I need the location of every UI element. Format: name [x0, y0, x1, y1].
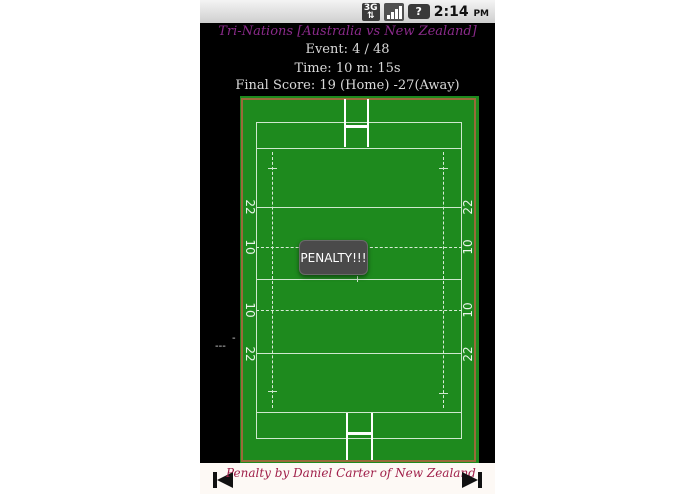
5m-tick-top-right [439, 168, 448, 169]
field-border [241, 98, 476, 462]
22m-line-top [256, 207, 462, 208]
side-marker-bottom: --- [215, 341, 226, 352]
dead-ball-line-bottom [256, 438, 462, 439]
label-22-bottom-right: 22 [461, 346, 475, 362]
match-title: Tri-Nations [Australia vs New Zealand] [218, 24, 477, 39]
rugby-field[interactable]: 22 22 10 10 10 10 22 22 [240, 96, 479, 463]
goal-post-bottom-right [371, 413, 373, 460]
phone-screen: 3G⇅ ? 2:14 PM Tri-Nations [Australia vs … [200, 0, 495, 494]
skip-next-icon[interactable] [462, 472, 482, 488]
crossbar-top [344, 125, 369, 128]
skip-previous-icon[interactable] [213, 472, 233, 488]
clock-time: 2:14 [433, 3, 469, 20]
battery-unknown-icon: ? [407, 4, 430, 19]
battery-glyph: ? [415, 5, 422, 18]
toast-text: PENALTY!!! [300, 250, 367, 265]
22m-line-bottom [256, 353, 462, 354]
label-22-top-left: 22 [243, 199, 257, 215]
event-description: Penalty by Daniel Carter of New Zealand [226, 466, 476, 480]
clock-ampm: PM [473, 8, 489, 19]
5m-line-left [272, 152, 273, 408]
goal-post-bottom-left [346, 413, 348, 460]
label-22-bottom-left: 22 [243, 346, 257, 362]
final-score: Final Score: 19 (Home) -27(Away) [235, 78, 460, 93]
label-10-top-right: 10 [461, 239, 475, 255]
try-line-top [256, 148, 462, 149]
halfway-line [256, 279, 462, 280]
side-marker-top: - [232, 333, 236, 344]
label-22-top-right: 22 [461, 199, 475, 215]
5m-line-right [443, 152, 444, 408]
try-line-bottom [256, 412, 462, 413]
crossbar-bottom [346, 432, 373, 435]
status-bar: 3G⇅ ? 2:14 PM [200, 0, 495, 23]
5m-tick-bottom-left [268, 391, 277, 392]
center-mark [357, 276, 358, 282]
label-10-bottom-right: 10 [461, 302, 475, 318]
5m-tick-top-left [268, 168, 277, 169]
label-10-top-left: 10 [243, 239, 257, 255]
signal-bars-icon [383, 2, 404, 21]
goal-post-top-left [344, 99, 346, 147]
touch-line-right [461, 122, 462, 439]
match-time: Time: 10 m: 15s [294, 61, 401, 76]
goal-post-top-right [367, 99, 369, 147]
touch-line-left [256, 122, 257, 439]
network-3g-icon: 3G⇅ [361, 2, 380, 21]
5m-tick-bottom-right [439, 393, 448, 394]
clock: 2:14 PM [434, 4, 489, 20]
penalty-toast: PENALTY!!! [299, 240, 368, 275]
label-10-bottom-left: 10 [243, 302, 257, 318]
network-type: 3G [363, 2, 378, 13]
dead-ball-line-top [256, 122, 462, 123]
10m-line-bottom [256, 310, 462, 311]
event-counter: Event: 4 / 48 [305, 42, 390, 57]
event-footer: Penalty by Daniel Carter of New Zealand [200, 463, 495, 494]
